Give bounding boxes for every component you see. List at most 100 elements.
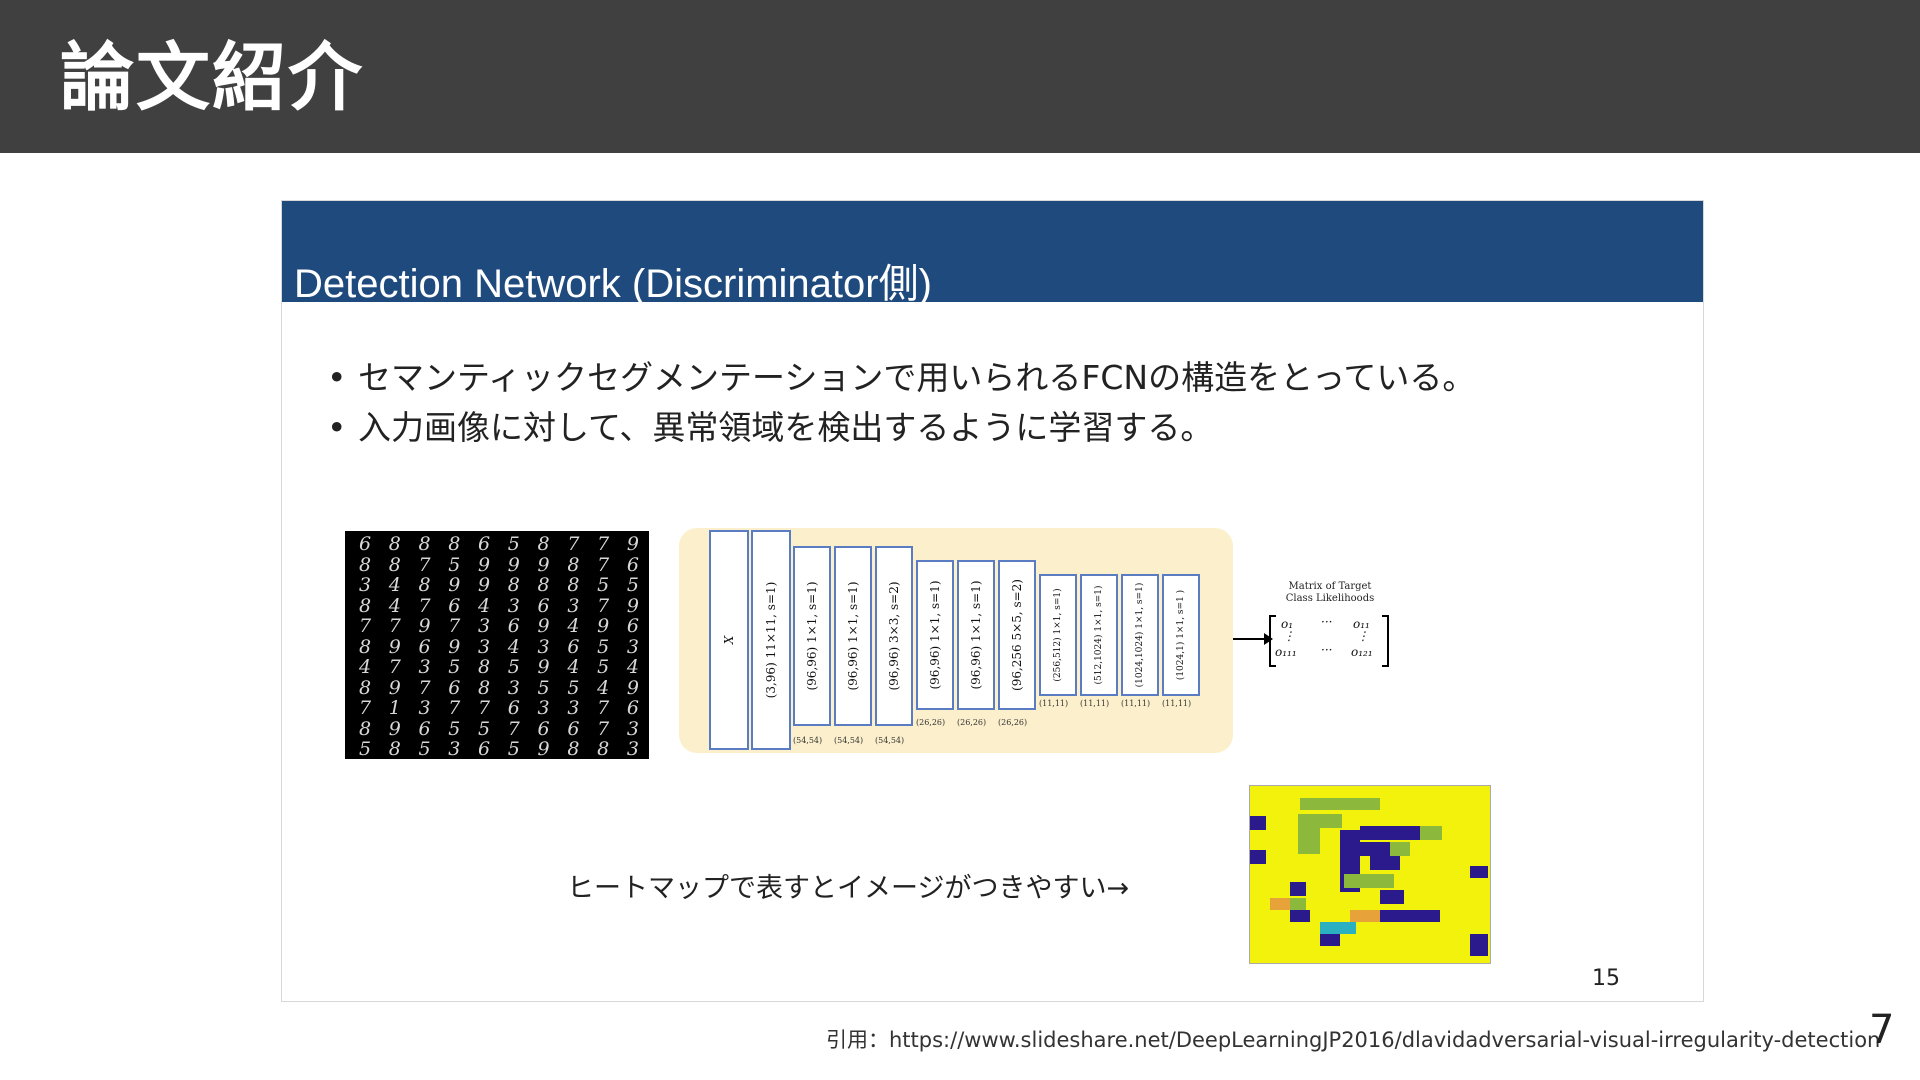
mnist-digit: 8 [567,738,580,760]
heatmap-cell [1470,866,1488,878]
layer-label: X [722,635,736,645]
heatmap-cell [1290,898,1306,910]
heatmap-caption: ヒートマップで表すとイメージがつきやすい→ [567,873,1130,904]
layer-dimension: (11,11) [1039,699,1069,708]
mnist-digit: 9 [537,738,550,760]
mnist-digit: 7 [358,697,372,719]
mnist-digit: 4 [597,676,610,699]
layer-dimension: (11,11) [1121,699,1151,708]
heatmap-cell [1350,798,1380,810]
mnist-digit: 7 [418,676,431,699]
network-layer: (96,96) 1×1, s=1) [957,560,995,710]
mnist-digit: 9 [478,553,491,576]
mnist-digit: 8 [478,676,491,699]
mnist-digit: 3 [537,697,550,719]
mnist-digit: 6 [567,717,580,740]
mnist-digit: 3 [418,697,431,719]
mnist-digit: 8 [478,656,491,678]
network-layer: (96,96) 1×1, s=1) [834,546,872,726]
heatmap-cell [1380,890,1404,904]
mnist-digit: 9 [626,594,639,617]
heatmap-cell [1290,910,1310,922]
matrix-entry: o₁₁ [1353,617,1370,631]
mnist-digit: 8 [597,738,610,760]
mnist-digit: 7 [388,615,401,637]
mnist-digit: 9 [388,717,401,740]
mnist-digit: 7 [418,553,431,576]
layer-label: (256,512) 1×1, s=1) [1053,588,1063,682]
mnist-digit: 5 [418,738,431,760]
layer-label: (96,96) 1×1, s=1) [805,581,819,691]
mnist-digit: 8 [388,738,401,760]
network-layer: (96,256 5×5, s=2) [998,560,1036,710]
mnist-digit: 8 [507,574,520,596]
mnist-digit: 5 [507,656,520,678]
mnist-digit: 6 [358,533,372,555]
layer-label: (96,256 5×5, s=2) [1010,579,1024,691]
mnist-digit: 7 [448,615,461,637]
matrix-vdots: ⋮ [1357,629,1369,643]
network-layer: (96,96) 1×1, s=1) [916,560,954,710]
bullet-list: •セマンティックセグメンテーションで用いられるFCNの構造をとっている。 •入力… [327,353,1475,453]
mnist-digit: 6 [448,676,461,699]
mnist-digit: 6 [537,717,550,740]
layer-label: (3,96) 11×11, s=1) [764,581,778,699]
embedded-slide: Detection Network (Discriminator側) •セマンテ… [281,200,1704,1002]
mnist-digit: 7 [478,697,491,719]
mnist-digit: 9 [478,574,491,596]
heatmap-cell [1300,798,1320,810]
mnist-digit: 3 [567,594,580,617]
network-layer: (3,96) 11×11, s=1) [751,530,791,750]
mnist-digit: 4 [567,615,580,637]
mnist-digit: 6 [478,738,491,760]
matrix-title: Matrix of Target Class Likelihoods [1275,581,1385,605]
bullet-text: 入力画像に対して、異常領域を検出するように学習する。 [358,408,1214,447]
mnist-digit: 9 [418,615,431,637]
mnist-digit: 9 [537,615,550,637]
matrix-dots: ··· [1321,615,1333,629]
layer-label: (1024,1) 1×1, s=1 ) [1176,589,1186,681]
matrix-entry: o₁ [1281,617,1294,631]
mnist-digit: 3 [418,656,431,678]
heatmap-cell [1320,814,1342,828]
heatmap-cell [1390,842,1410,856]
mnist-digit: 9 [388,635,401,658]
mnist-digit: 5 [597,574,610,596]
layer-label: (512,1024) 1×1, s=1) [1094,585,1104,685]
heatmap-cell [1360,826,1420,840]
mnist-digit: 7 [388,656,401,678]
slide-title: Detection Network (Discriminator側) [294,262,932,306]
network-diagram: X (3,96) 11×11, s=1) (96,96) 1×1, s=1) (96,… [679,528,1233,753]
heatmap-cell [1360,842,1390,856]
mnist-digit: 7 [597,594,610,617]
heatmap-cell [1370,856,1400,870]
matrix-dots: ··· [1321,643,1333,657]
mnist-digit: 7 [567,533,580,555]
layer-label: (96,96) 1×1, s=1) [928,580,942,690]
heatmap-cell [1320,934,1340,946]
mnist-digit: 5 [597,656,610,678]
mnist-digit: 7 [358,615,372,637]
mnist-digit: 7 [597,697,610,719]
mnist-digit: 9 [448,574,461,596]
page-number: 7 [1869,1007,1895,1053]
bullet-item: •セマンティックセグメンテーションで用いられるFCNの構造をとっている。 [327,353,1475,403]
mnist-digit: 3 [507,594,520,617]
mnist-digit: 8 [448,533,461,555]
heatmap-cell [1270,898,1290,910]
network-layer: (256,512) 1×1, s=1) [1039,574,1077,696]
layer-label: (1024,1024) 1×1, s=1) [1135,582,1145,688]
mnist-digit: 5 [448,553,461,576]
heatmap-cell [1470,934,1488,956]
layer-dimension: (54,54) [834,736,864,745]
layer-label: (96,96) 3×3, s=2) [887,581,901,691]
heatmap-cell [1250,850,1266,864]
mnist-digit: 8 [537,533,550,555]
